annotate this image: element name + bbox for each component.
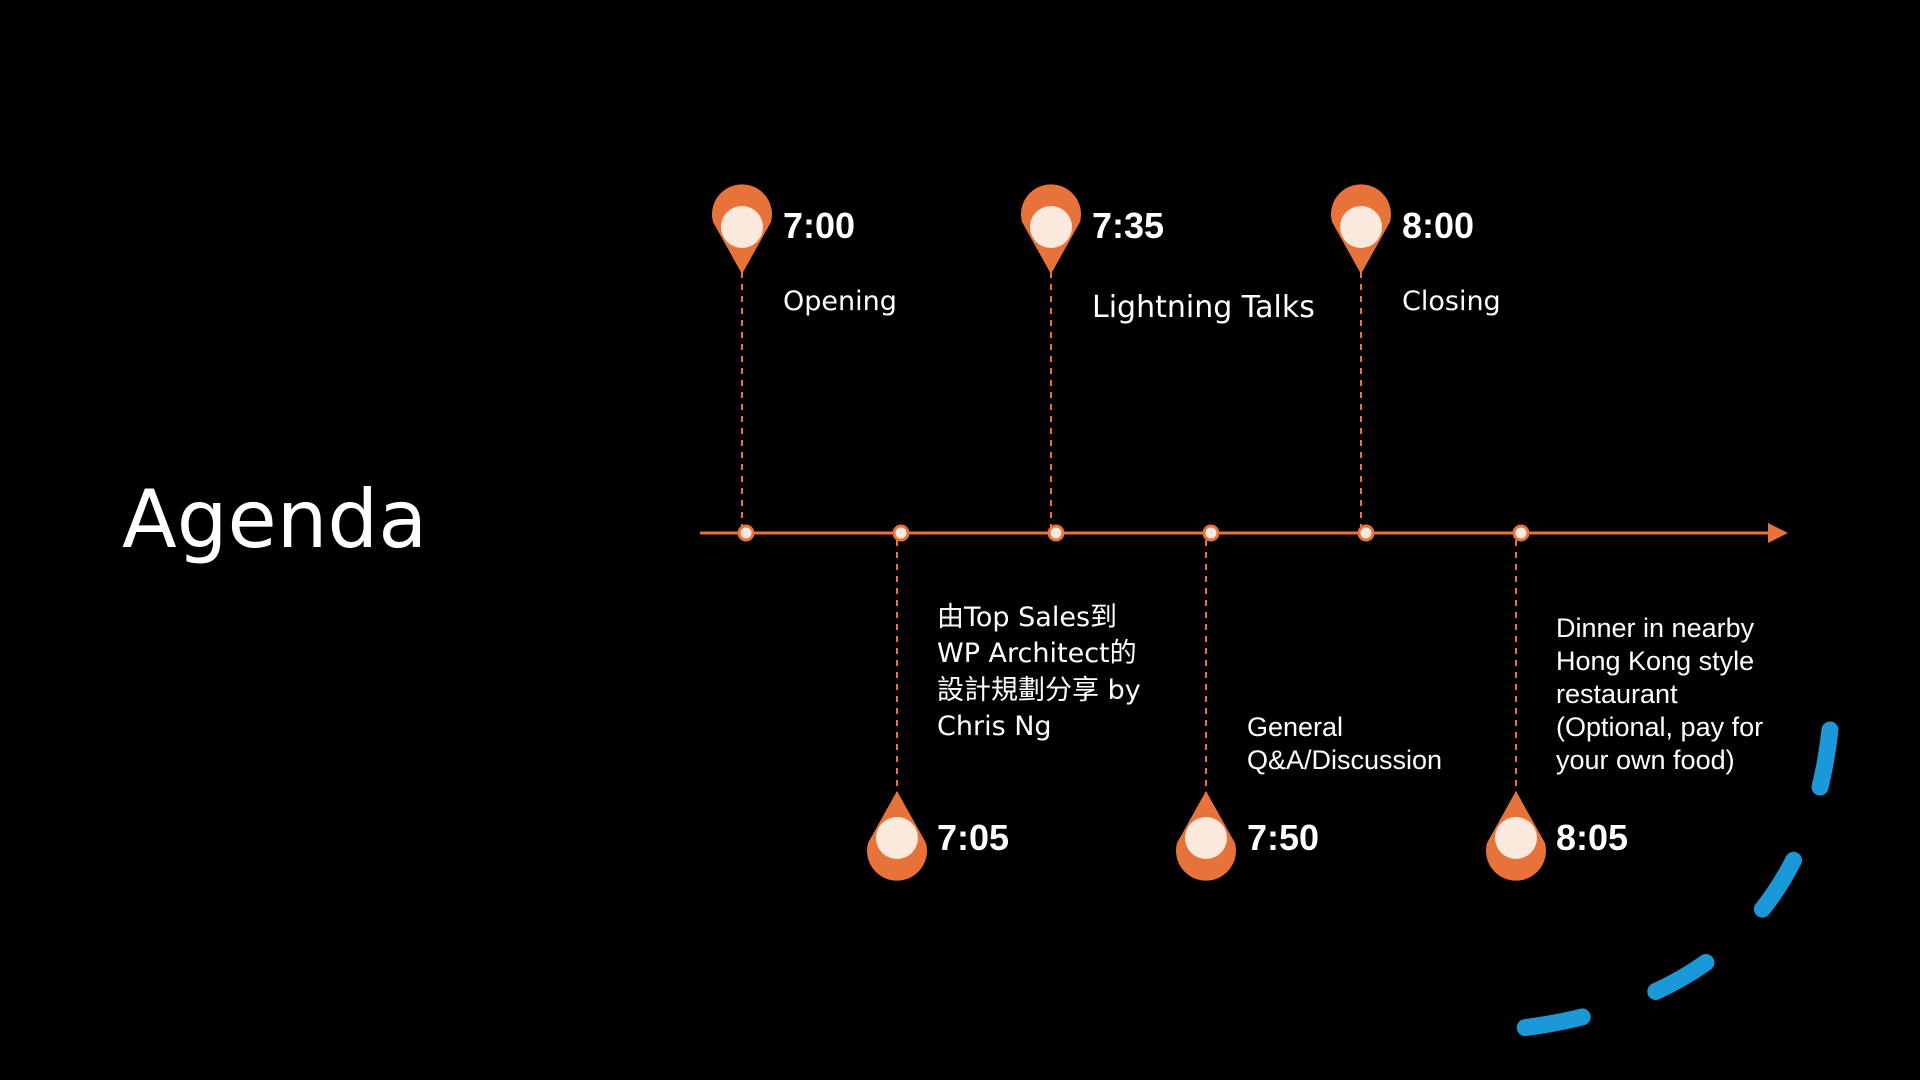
timeline-arrow-head (1768, 523, 1788, 543)
axis-dot-6 (1512, 524, 1530, 542)
event-label-1: Opening (783, 286, 897, 317)
event-time-1: 7:00 (783, 205, 856, 246)
axis-dot-1 (737, 524, 755, 542)
event-time-3: 7:35 (1092, 205, 1165, 246)
axis-dot-2 (892, 524, 910, 542)
axis-dot-5 (1357, 524, 1375, 542)
event-label-4: General Q&A/Discussion (1247, 712, 1443, 775)
axis-dot-4 (1202, 524, 1220, 542)
map-pin-icon (867, 791, 927, 881)
event-time-5: 8:00 (1402, 205, 1475, 246)
axis-dot-3 (1047, 524, 1065, 542)
event-label-5: Closing (1402, 286, 1501, 317)
event-label-6: Dinner in nearby Hong Kong style restaur… (1556, 613, 1764, 775)
slide-title: Agenda (122, 473, 428, 566)
event-label-3: Lightning Talks (1092, 290, 1315, 325)
map-pin-icon (1331, 184, 1391, 274)
map-pin-icon (712, 184, 772, 274)
event-label-2: 由Top Sales到 WP Architect的 設計規劃分享 by Chri… (937, 602, 1141, 743)
map-pin-icon (1021, 184, 1081, 274)
map-pin-icon (1486, 791, 1546, 881)
event-time-6: 8:05 (1556, 817, 1629, 858)
map-pin-icon (1176, 791, 1236, 881)
event-time-4: 7:50 (1247, 817, 1320, 858)
event-time-2: 7:05 (937, 817, 1010, 858)
decorative-dashed-arc (1496, 721, 1839, 1039)
